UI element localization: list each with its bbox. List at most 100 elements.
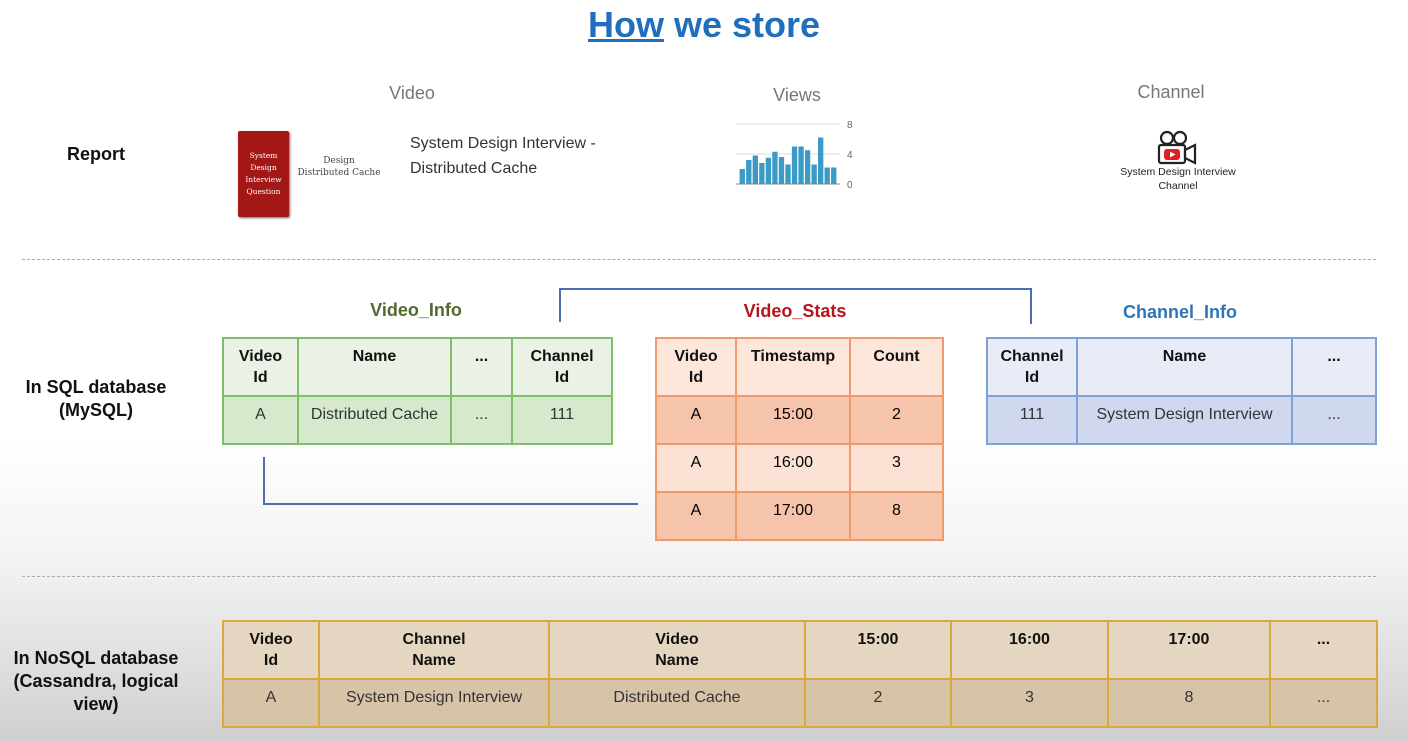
views-bar bbox=[785, 164, 791, 184]
book-cover-line: System bbox=[249, 151, 278, 160]
table-cell: 8 bbox=[1107, 678, 1271, 728]
table-row: 111 System Design Interview ... bbox=[986, 395, 1377, 445]
table-cell: ... bbox=[1291, 395, 1377, 445]
views-bar bbox=[798, 146, 804, 184]
views-bar bbox=[765, 157, 772, 184]
views-bar bbox=[759, 163, 765, 184]
table-cell: 15:00 bbox=[735, 395, 851, 445]
report-row-label: Report bbox=[67, 144, 125, 164]
title-rest: we store bbox=[663, 4, 821, 45]
table-cell: ... bbox=[1269, 678, 1378, 728]
channel-column-header: Channel bbox=[1137, 82, 1205, 102]
table-cell: A bbox=[655, 443, 737, 493]
table-row: A Distributed Cache ... 111 bbox=[222, 395, 613, 445]
book-side-line: Distributed Cache bbox=[297, 168, 381, 178]
video-info-table-name: Video_Info bbox=[370, 300, 462, 320]
views-bar bbox=[746, 160, 752, 184]
book-side-line: Design bbox=[323, 156, 355, 166]
table-row: A 16:00 3 bbox=[655, 443, 944, 493]
channel-name: System Design Interview Channel bbox=[1110, 165, 1246, 193]
video-camera-icon bbox=[1157, 130, 1197, 165]
views-bar bbox=[778, 157, 785, 184]
table-cell: 17:00 bbox=[735, 491, 851, 541]
header-cell: ... bbox=[450, 337, 513, 397]
table-cell: A bbox=[222, 395, 299, 445]
table-row: A System Design Interview Distributed Ca… bbox=[222, 678, 1378, 728]
channel-name-line: System Design Interview bbox=[1120, 166, 1236, 178]
views-tick-label: 4 bbox=[847, 150, 853, 161]
table-cell: A bbox=[655, 395, 737, 445]
book-cover-line: Question bbox=[246, 187, 281, 196]
table-cell: 111 bbox=[511, 395, 613, 445]
header-cell: Timestamp bbox=[735, 337, 851, 397]
sql-label-line: (MySQL) bbox=[59, 400, 133, 420]
table-cell: 8 bbox=[849, 491, 944, 541]
views-bar bbox=[831, 167, 837, 184]
table-cell: 2 bbox=[849, 395, 944, 445]
channel-info-table-name: Channel_Info bbox=[1122, 302, 1237, 322]
table-cell: 111 bbox=[986, 395, 1078, 445]
table-cell: System Design Interview bbox=[318, 678, 550, 728]
views-bar bbox=[791, 146, 798, 184]
video-stats-table-name: Video_Stats bbox=[743, 301, 847, 321]
table-cell: A bbox=[655, 491, 737, 541]
sql-row-label: In SQL database (MySQL) bbox=[10, 376, 182, 422]
book-side-text: Design Distributed Cache bbox=[296, 155, 382, 179]
section-divider bbox=[22, 576, 1376, 577]
table-cell: A bbox=[222, 678, 320, 728]
views-tick-label: 0 bbox=[847, 180, 853, 191]
views-bar bbox=[818, 137, 824, 184]
sql-label-line: In SQL database bbox=[25, 377, 167, 397]
header-cell: Name bbox=[1076, 337, 1293, 397]
table-cell: 16:00 bbox=[735, 443, 851, 493]
table-cell: 3 bbox=[849, 443, 944, 493]
table-cell: Distributed Cache bbox=[297, 395, 452, 445]
video-column-header: Video bbox=[389, 83, 435, 103]
book-cover-line: Interview bbox=[245, 175, 282, 184]
header-cell: 15:00 bbox=[804, 620, 952, 680]
title-underlined-word: How bbox=[587, 4, 664, 45]
page-title: How we store bbox=[0, 4, 1408, 46]
views-column-header: Views bbox=[773, 85, 821, 105]
header-cell: Count bbox=[849, 337, 944, 397]
book-cover-line: Design bbox=[250, 163, 277, 172]
header-cell: ... bbox=[1269, 620, 1378, 680]
video-title: System Design Interview - Distributed Ca… bbox=[410, 131, 640, 181]
views-bar bbox=[772, 151, 778, 184]
video-id-connector bbox=[263, 457, 638, 505]
views-bar bbox=[804, 150, 811, 184]
video-title-line: System Design Interview - bbox=[410, 135, 596, 152]
nosql-label-line: view) bbox=[73, 694, 119, 714]
table-cell: 3 bbox=[950, 678, 1109, 728]
table-cell: System Design Interview bbox=[1076, 395, 1293, 445]
channel-name-line: Channel bbox=[1158, 180, 1198, 192]
nosql-label-line: In NoSQL database bbox=[13, 648, 179, 668]
section-divider bbox=[22, 259, 1376, 260]
table-cell: Distributed Cache bbox=[548, 678, 806, 728]
book-cover-image: System Design Interview Question bbox=[238, 131, 289, 217]
header-cell: 16:00 bbox=[950, 620, 1109, 680]
views-chart: 840 bbox=[736, 120, 853, 191]
views-bar bbox=[811, 164, 817, 184]
table-row: A 17:00 8 bbox=[655, 491, 944, 541]
views-bar bbox=[752, 155, 758, 184]
views-bar bbox=[739, 169, 745, 184]
header-cell: ... bbox=[1291, 337, 1377, 397]
header-cell: 17:00 bbox=[1107, 620, 1271, 680]
channel-id-connector bbox=[559, 288, 1032, 324]
nosql-row-label: In NoSQL database (Cassandra, logical vi… bbox=[4, 647, 188, 716]
table-cell: ... bbox=[450, 395, 513, 445]
